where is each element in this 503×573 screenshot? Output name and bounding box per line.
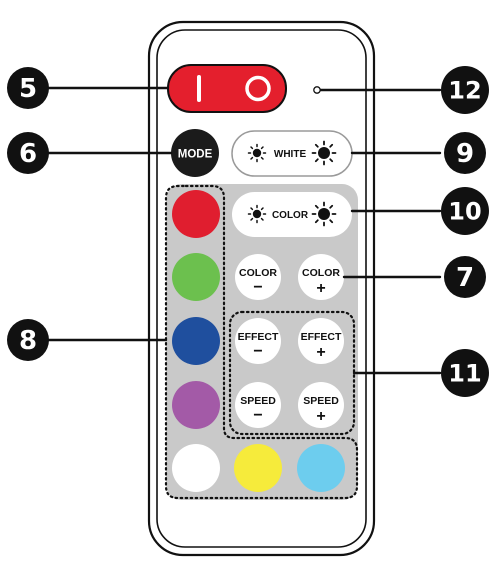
sun-small-icon [247,204,267,224]
speed-plus-button[interactable]: SPEED + [298,382,344,428]
color-minus-button[interactable]: COLOR − [235,254,281,300]
callout-11: 11 [441,349,489,397]
color-plus-label: COLOR [302,267,340,279]
speed-minus-sign: − [253,407,262,424]
callout-5-number: 5 [19,74,37,104]
callout-11-number: 11 [448,360,481,388]
callout-6: 6 [7,132,49,174]
blue-color-button[interactable] [172,317,220,365]
callout-12: 12 [441,66,489,114]
callout-7-number: 7 [456,263,474,293]
callout-7: 7 [444,256,486,298]
speed-minus-label: SPEED [240,395,276,407]
light-blue-color-button[interactable] [297,444,345,492]
color-plus-button[interactable]: COLOR + [298,254,344,300]
mode-label: MODE [178,149,213,161]
effect-minus-sign: − [253,343,262,360]
green-color-button[interactable] [172,253,220,301]
callout-8-number: 8 [19,326,37,356]
effect-plus-button[interactable]: EFFECT + [298,318,344,364]
red-color-button[interactable] [172,190,220,238]
color-minus-label: COLOR [239,267,277,279]
speed-minus-button[interactable]: SPEED − [235,382,281,428]
white-color-button[interactable] [172,444,220,492]
yellow-color-button[interactable] [234,444,282,492]
purple-color-button[interactable] [172,381,220,429]
callout-9: 9 [444,132,486,174]
color-plus-sign: + [316,280,325,297]
callout-10-number: 10 [448,198,481,226]
callout-10: 10 [441,187,489,235]
callout-6-number: 6 [19,139,37,169]
callout-5: 5 [7,67,49,109]
effect-speed-group-outline [228,310,356,436]
speed-plus-sign: + [316,408,325,425]
effect-plus-label: EFFECT [301,331,342,343]
color-brightness-button[interactable]: COLOR [232,192,352,237]
power-on-icon [245,75,271,102]
sun-large-icon [311,201,337,227]
white-label: WHITE [274,149,307,160]
color-minus-sign: − [253,279,262,296]
effect-minus-label: EFFECT [238,331,279,343]
color-brightness-label: COLOR [272,210,309,221]
callout-9-number: 9 [456,139,474,169]
white-brightness-button[interactable]: WHITE [231,130,353,177]
power-button[interactable] [167,64,287,113]
speed-plus-label: SPEED [303,395,339,407]
callout-12-number: 12 [448,77,481,105]
effect-minus-button[interactable]: EFFECT − [235,318,281,364]
sun-large-icon [311,140,337,166]
mode-button[interactable]: MODE [171,129,219,177]
effect-plus-sign: + [316,344,325,361]
sun-small-icon [247,143,267,163]
colors-group-outline [164,184,359,500]
callout-8: 8 [7,319,49,361]
